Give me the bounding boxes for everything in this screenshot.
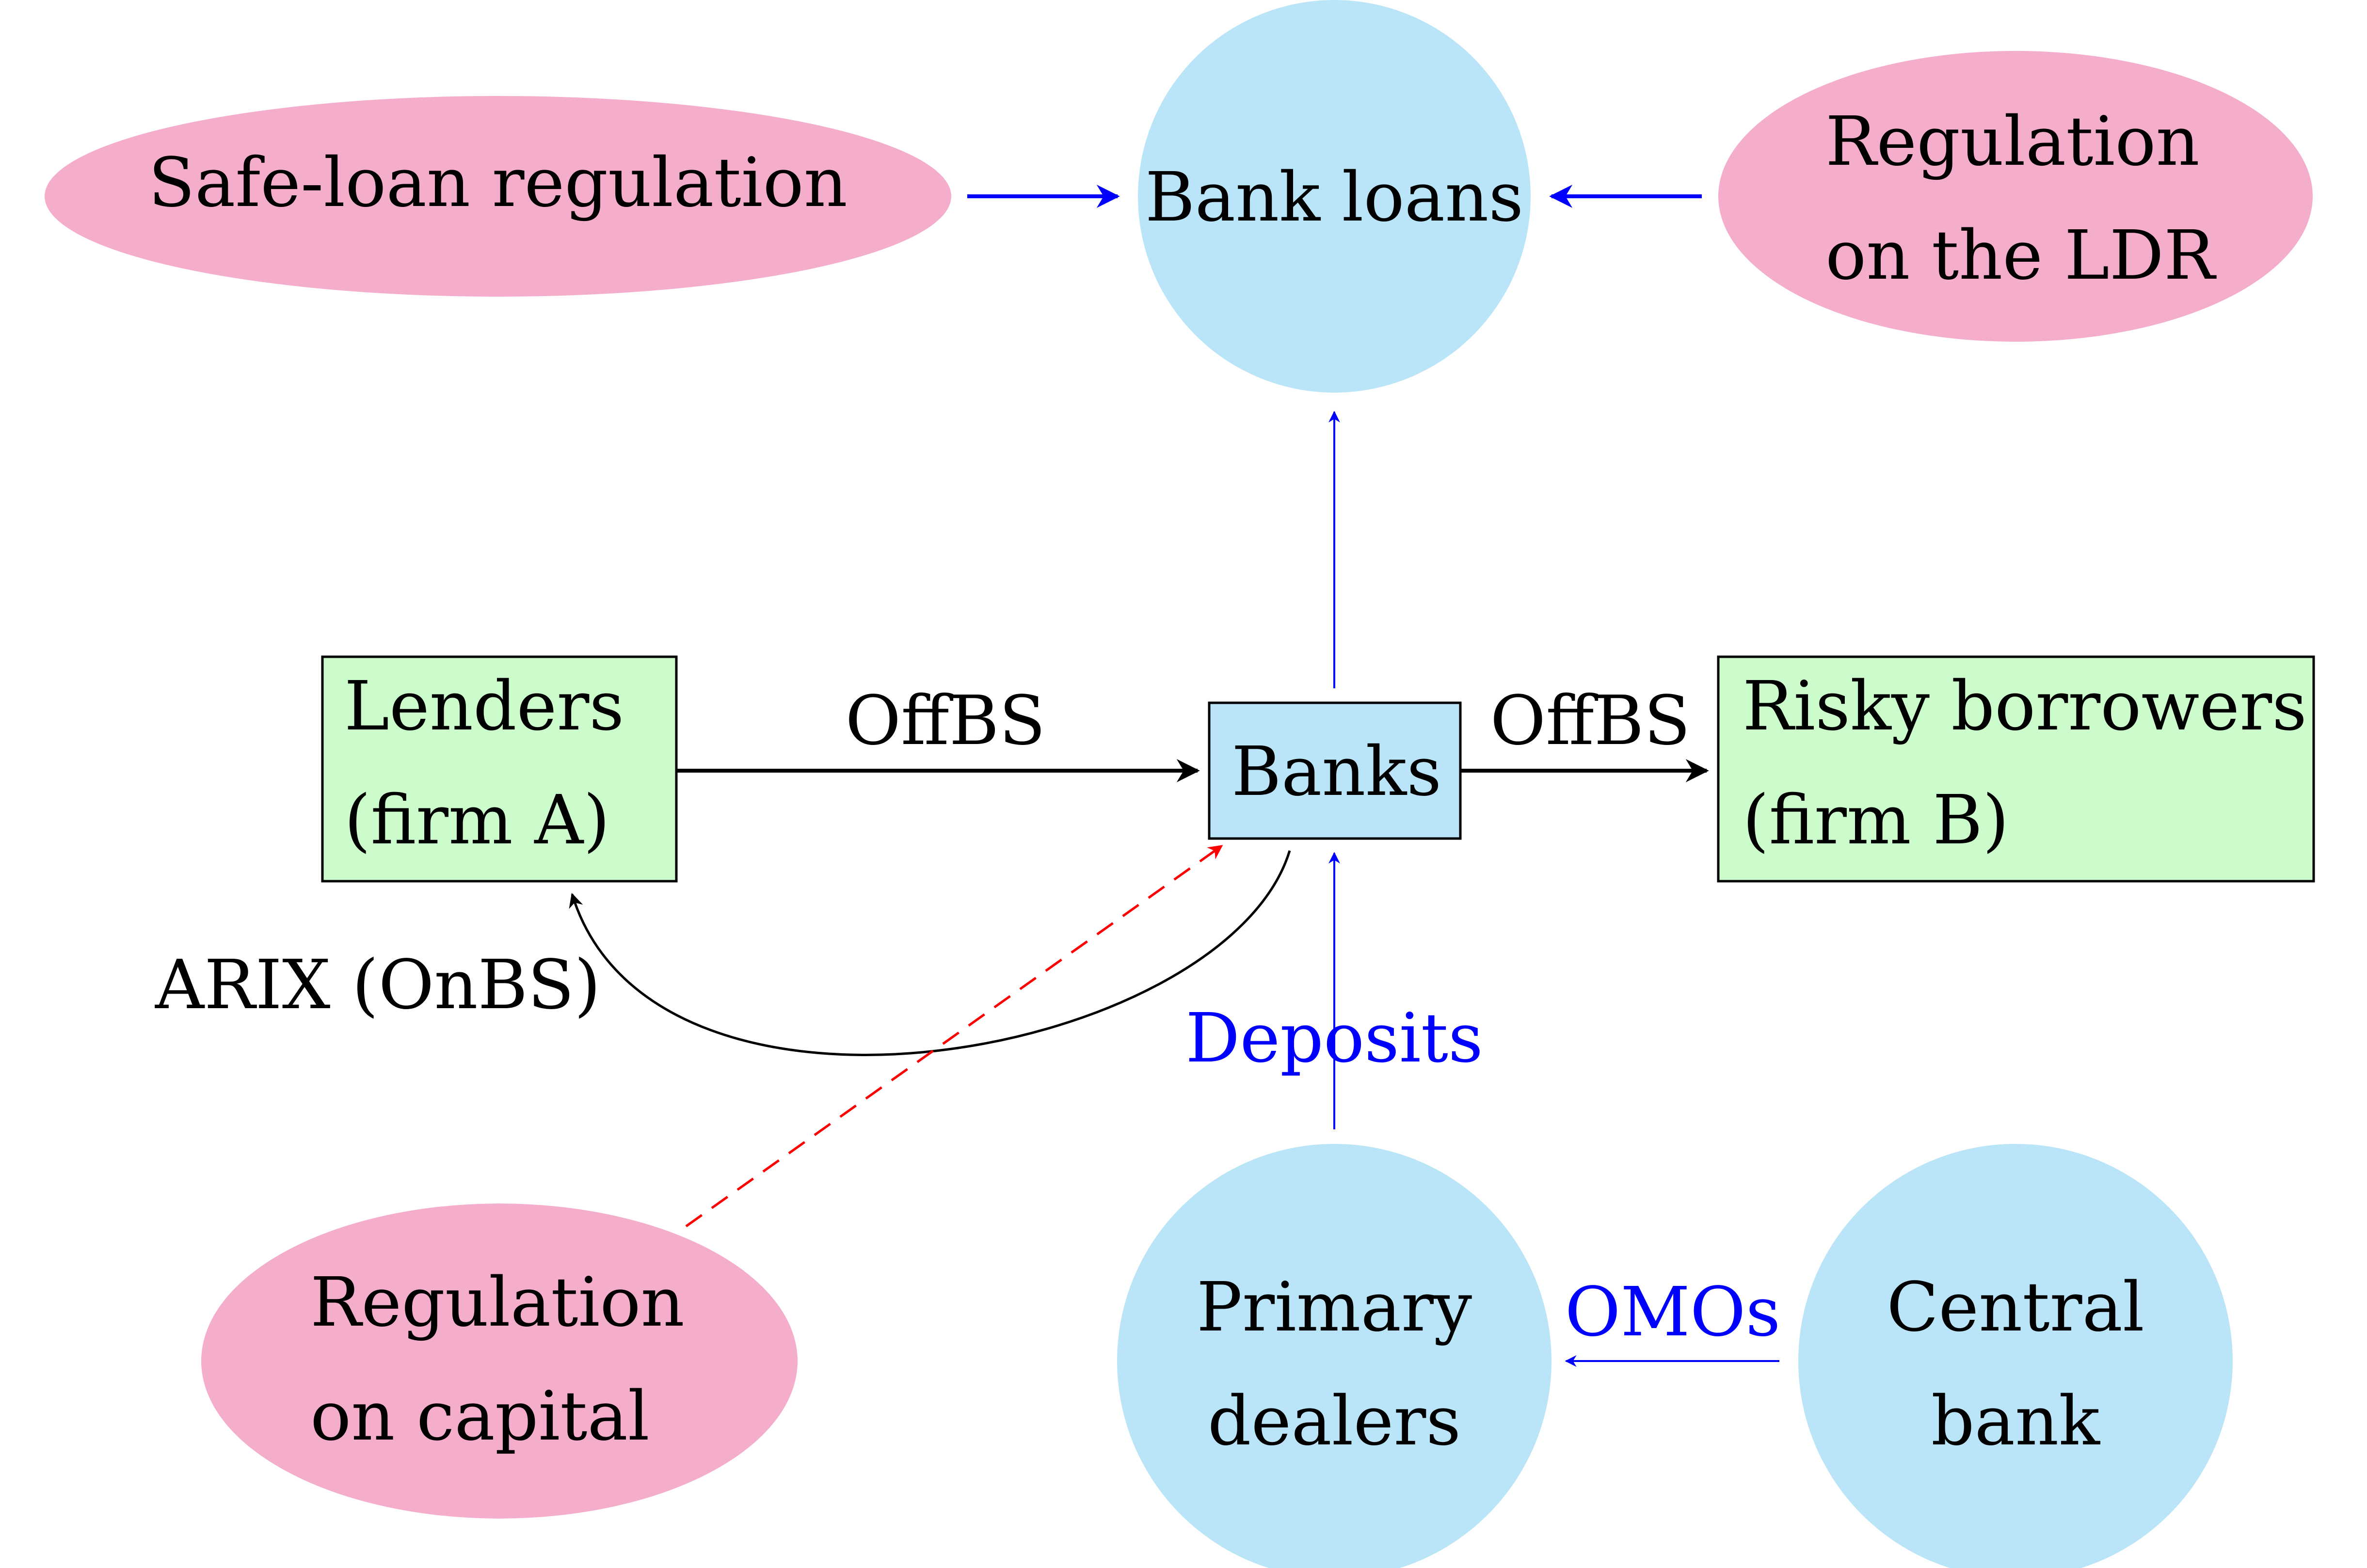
- bank-loans-label: Bank loans: [1145, 158, 1523, 237]
- edge-banks-to-lenders-arix: [569, 850, 1291, 1056]
- central-bank-label-line1: Central: [1887, 1268, 2144, 1347]
- regulation-capital-label-line1: Regulation: [310, 1263, 685, 1342]
- node-safe-loan-regulation: Safe-loan regulation: [45, 96, 951, 297]
- regulation-ldr-label-line1: Regulation: [1825, 102, 2200, 181]
- bank-loans-shape: [1138, 0, 1531, 393]
- regulation-ldr-shape: [1718, 51, 2313, 342]
- lenders-label-line2: (firm A): [344, 781, 610, 860]
- primary-dealers-label-line1: Primary: [1197, 1268, 1472, 1347]
- edge-label-omos: OMOs: [1565, 1273, 1781, 1352]
- banks-label: Banks: [1231, 732, 1441, 811]
- central-bank-shape: [1798, 1144, 2233, 1568]
- node-banks: Banks: [1208, 701, 1462, 840]
- primary-dealers-shape: [1117, 1144, 1551, 1568]
- node-regulation-capital: Regulation on capital: [201, 1204, 798, 1519]
- regulation-ldr-label-line2: on the LDR: [1825, 216, 2217, 295]
- edge-label-arix: ARIX (OnBS): [155, 946, 601, 1025]
- safe-loan-regulation-label: Safe-loan regulation: [148, 143, 848, 222]
- node-central-bank: Central bank: [1798, 1144, 2233, 1568]
- edge-label-deposits: Deposits: [1185, 999, 1483, 1078]
- regulation-capital-shape: [201, 1204, 798, 1519]
- node-bank-loans: Bank loans: [1138, 0, 1531, 393]
- node-primary-dealers: Primary dealers: [1117, 1144, 1551, 1568]
- risky-borrowers-shape: [1717, 655, 2315, 883]
- edge-label-offbs-left: OffBS: [845, 681, 1045, 760]
- regulation-capital-label-line2: on capital: [310, 1377, 650, 1456]
- safe-loan-regulation-shape: [45, 96, 951, 297]
- node-risky-borrowers: Risky borrowers (firm B): [1717, 655, 2315, 883]
- lenders-label-line1: Lenders: [344, 667, 624, 746]
- risky-borrowers-label-line1: Risky borrowers: [1743, 667, 2307, 746]
- banks-shape: [1208, 701, 1462, 840]
- risky-borrowers-label-line2: (firm B): [1743, 781, 2009, 860]
- central-bank-label-line2: bank: [1931, 1382, 2100, 1461]
- lenders-shape: [321, 655, 678, 883]
- edge-label-offbs-right: OffBS: [1490, 681, 1690, 760]
- edge-regulation-capital-to-banks: [685, 844, 1223, 1228]
- primary-dealers-label-line2: dealers: [1208, 1382, 1461, 1461]
- node-regulation-ldr: Regulation on the LDR: [1718, 51, 2313, 342]
- node-lenders: Lenders (firm A): [321, 655, 678, 883]
